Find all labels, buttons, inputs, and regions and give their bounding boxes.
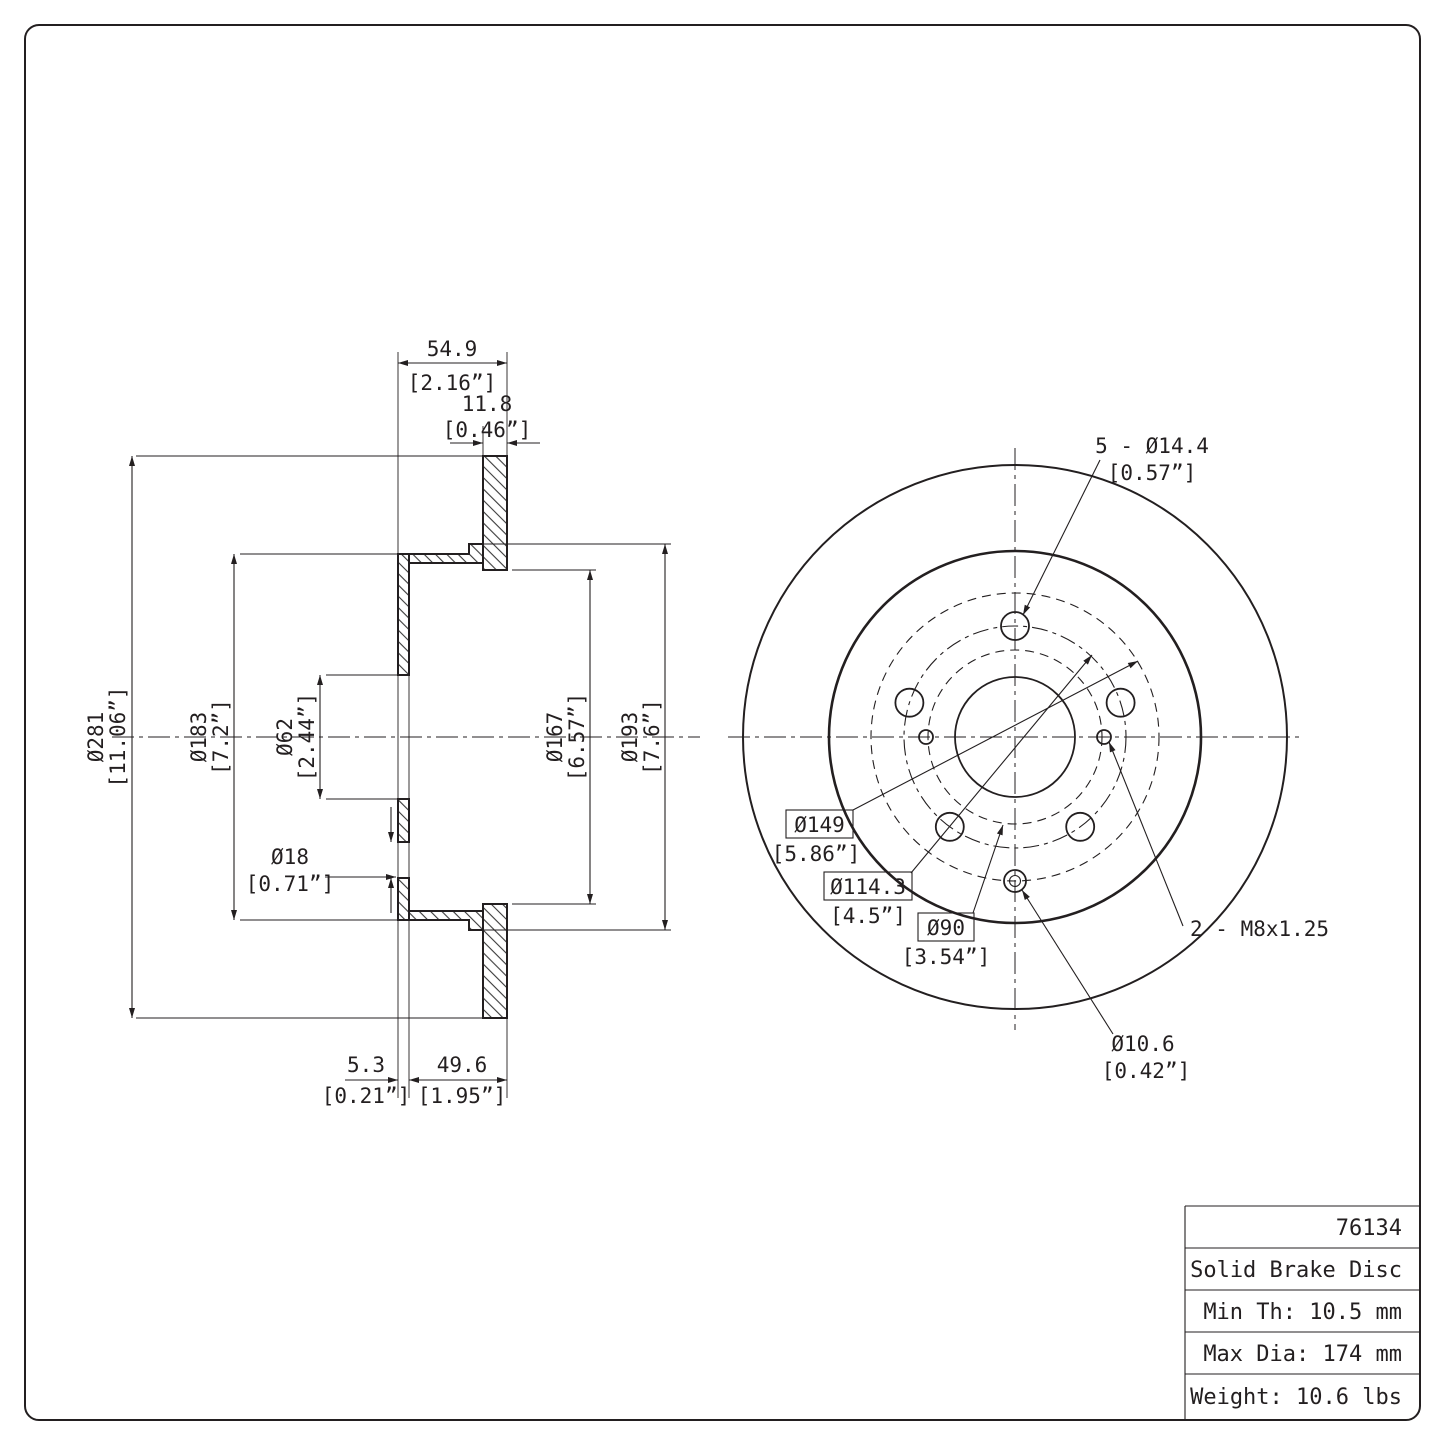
circle-dia-90: [927, 649, 1103, 825]
set-screw-hole: [1003, 869, 1027, 893]
dim-disc-thickness-in: [0.46”]: [443, 418, 532, 442]
dim-friction-inner-in: [6.57”]: [565, 693, 589, 782]
label-dia-149: Ø149 [5.86”]: [772, 660, 1139, 866]
bolt-hole-lower-right: [1065, 811, 1096, 842]
service-hole-left: [918, 729, 934, 745]
dim-flange-diameter: Ø183 [7.2”]: [187, 554, 237, 920]
front-view: 5 - Ø14.4 [0.57”] Ø149 [5.86”] Ø114.3 [4…: [728, 434, 1329, 1083]
label-dia-90: Ø90 [3.54”]: [902, 824, 1004, 969]
label-dia-149-mm: Ø149: [794, 813, 845, 837]
dim-disc-thickness: 11.8 [0.46”]: [443, 392, 540, 446]
section-hatching: [397, 455, 508, 1019]
bolt-hole-upper-left: [894, 687, 925, 718]
wheel-bolt-holes: [894, 611, 1136, 842]
dim-outer-diameter: Ø281 [11.06”]: [84, 456, 135, 1018]
label-dia-90-in: [3.54”]: [902, 945, 991, 969]
set-screw-hole-inner: [1008, 874, 1022, 888]
label-service-holes: 2 - M8x1.25: [1108, 741, 1329, 941]
bolt-hole-lower-left: [934, 811, 965, 842]
dim-hat-outer-in: [7.6”]: [640, 699, 664, 775]
center-bore-circle: [954, 676, 1076, 798]
dim-flange-diameter-in: [7.2”]: [209, 699, 233, 775]
title-block-description: Solid Brake Disc: [1190, 1258, 1402, 1283]
title-block: 76134 Solid Brake Disc Min Th: 10.5 mm M…: [1184, 1205, 1420, 1419]
set-screw-hole-outer: [1003, 869, 1027, 893]
dim-total-width-in: [2.16”]: [408, 371, 497, 395]
dim-outer-diameter-in: [11.06”]: [106, 686, 130, 787]
section-extension-lines: [136, 352, 671, 1098]
flange-top-section: [397, 553, 410, 676]
section-view: Ø281 [11.06”] Ø183 [7.2”] Ø62 [2.44”] Ø1…: [84, 337, 700, 1108]
label-dia-149-in: [5.86”]: [772, 842, 861, 866]
sheet-border: [24, 24, 1421, 1421]
label-bolt-holes-in: [0.57”]: [1108, 461, 1197, 485]
dim-bore-diameter-mm: Ø62: [273, 718, 297, 756]
dim-disc-thickness-mm: 11.8: [462, 392, 513, 416]
label-dia-114-3-mm: Ø114.3: [830, 875, 906, 899]
dim-outer-diameter-mm: Ø281: [84, 712, 108, 763]
dim-friction-inner-diameter: Ø167 [6.57”]: [543, 570, 593, 904]
dim-flange-thickness: 5.3 [0.21”]: [322, 1053, 411, 1108]
title-block-part-number: 76134: [1336, 1216, 1402, 1241]
dim-flange-thickness-in: [0.21”]: [322, 1084, 411, 1108]
service-hole-right: [1096, 729, 1112, 745]
label-dia-10-6-in: [0.42”]: [1102, 1059, 1191, 1083]
outer-diameter-circle: [742, 464, 1288, 1010]
dim-bolt-hole-in: [0.71”]: [246, 872, 335, 896]
label-dia-114-3: Ø114.3 [4.5”]: [823, 654, 1093, 928]
circle-dia-149: [870, 592, 1160, 882]
label-dia-114-3-box: [823, 871, 913, 901]
label-dia-10-6-mm: Ø10.6: [1111, 1032, 1174, 1056]
dim-bore-diameter-in: [2.44”]: [295, 693, 319, 782]
hat-edge-circle: [827, 549, 1203, 925]
dim-hat-depth-mm: 49.6: [437, 1053, 488, 1077]
title-block-min-thickness: Min Th: 10.5 mm: [1203, 1300, 1402, 1325]
disc-top-section: [482, 455, 508, 571]
hat-wall-bottom-section: [408, 910, 484, 931]
dim-total-width-mm: 54.9: [427, 337, 478, 361]
dim-bolt-hole-diameter: Ø18 [0.71”]: [246, 807, 396, 913]
label-dia-149-box: [785, 809, 854, 839]
dim-bore-diameter: Ø62 [2.44”]: [273, 675, 323, 799]
bolt-circle-114-3: [903, 625, 1127, 849]
label-dia-90-box: [917, 912, 975, 942]
dim-friction-inner-mm: Ø167: [543, 712, 567, 763]
dim-flange-diameter-mm: Ø183: [187, 712, 211, 763]
dim-hat-outer-diameter: Ø193 [7.6”]: [618, 544, 668, 930]
service-holes: [918, 729, 1112, 745]
dim-hat-depth-in: [1.95”]: [418, 1084, 507, 1108]
label-dia-90-mm: Ø90: [927, 916, 965, 940]
dim-hat-depth: 49.6 [1.95”]: [409, 1053, 507, 1108]
flange-bottom-upper-section: [397, 798, 410, 843]
label-dia-114-3-in: [4.5”]: [830, 904, 906, 928]
title-block-weight: Weight: 10.6 lbs: [1190, 1385, 1402, 1410]
label-dia-10-6: Ø10.6 [0.42”]: [1021, 889, 1191, 1083]
hat-wall-top-section: [408, 543, 484, 564]
title-block-max-diameter: Max Dia: 174 mm: [1203, 1342, 1402, 1367]
dim-total-width: 54.9 [2.16”]: [398, 337, 507, 395]
label-bolt-holes-mm: 5 - Ø14.4: [1095, 434, 1209, 458]
bolt-hole-upper-right: [1105, 687, 1136, 718]
label-bolt-holes: 5 - Ø14.4 [0.57”]: [1022, 434, 1209, 616]
dim-flange-thickness-mm: 5.3: [347, 1053, 385, 1077]
label-service-holes-text: 2 - M8x1.25: [1190, 917, 1329, 941]
dim-bolt-hole-mm: Ø18: [271, 845, 309, 869]
dim-hat-outer-mm: Ø193: [618, 712, 642, 763]
flange-bottom-lower-section: [397, 877, 410, 921]
bolt-hole-top: [1000, 611, 1030, 641]
disc-bottom-section: [482, 903, 508, 1019]
